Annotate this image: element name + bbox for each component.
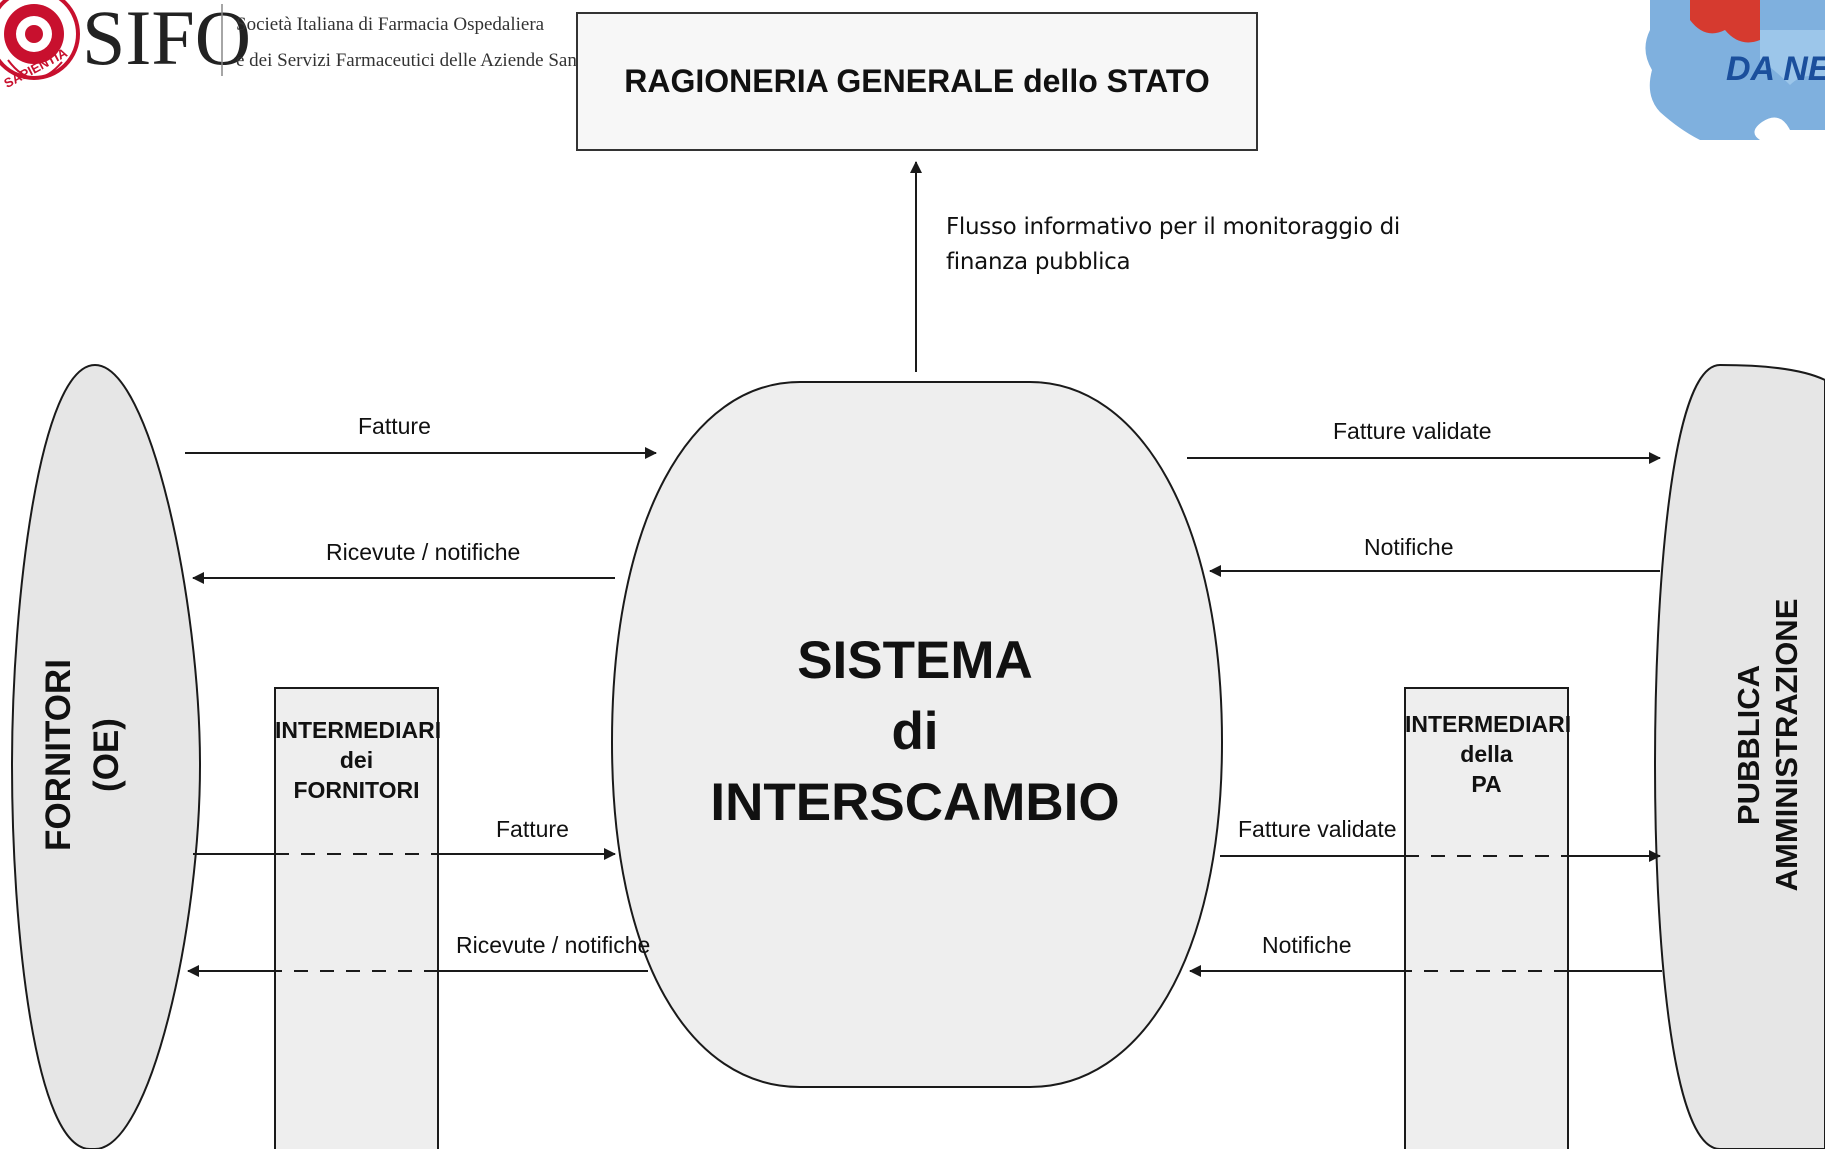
flow-note-line2: finanza pubblica [946,249,1131,275]
intermediari-fornitori-line1: INTERMEDIARI [275,717,442,743]
puzzle-logo: DA NE [1645,0,1825,140]
sifo-seal-logo [0,0,80,80]
flow-label-ricevute-left: Ricevute / notifiche [326,539,521,565]
org-name-line2: e dei Servizi Farmaceutici delle Aziende… [236,50,616,71]
fornitori-label-line1: FORNITORI [39,659,78,851]
pa-label-line2: AMMINISTRAZIONE [1769,598,1804,892]
sdi-label-line3: INTERSCAMBIO [710,773,1120,832]
fornitori-shape [10,363,202,1149]
flow-label-fatture-left: Fatture [358,413,431,439]
pa-label: PUBBLICA AMMINISTRAZIONE [1730,555,1810,935]
intermediari-fornitori-line2: dei [339,747,374,773]
rgs-label: RAGIONERIA GENERALE dello STATO [624,63,1210,99]
fornitori-label-line2: (OE) [87,718,126,792]
intermediari-fornitori-label: INTERMEDIARI dei FORNITORI [275,715,442,805]
intermediari-pa-line2: della [1460,741,1513,767]
flow-label-notifiche-right: Notifiche [1364,534,1454,560]
pa-shape [1653,363,1825,1149]
flow-label-fatture-validate-right-bottom: Fatture validate [1238,816,1397,842]
sdi-label: SISTEMA di INTERSCAMBIO [640,625,1190,838]
sdi-label-line1: SISTEMA [797,631,1033,690]
sifo-logo-word: SIFO [82,0,251,81]
fornitori-label: FORNITORI (OE) [35,605,145,905]
flow-label-notifiche-right-bottom: Notifiche [1262,932,1352,958]
puzzle-logo-text: DA NE [1726,50,1825,88]
pa-label-line1: PUBBLICA [1731,664,1766,826]
intermediari-pa-label: INTERMEDIARI della PA [1405,709,1572,799]
rgs-box: RAGIONERIA GENERALE dello STATO [576,12,1258,151]
flow-note-line1: Flusso informativo per il monitoraggio d… [946,214,1400,240]
intermediari-pa-line3: PA [1471,771,1502,797]
sdi-label-line2: di [891,702,939,761]
flow-label-fatture-left-bottom: Fatture [496,816,569,842]
intermediari-fornitori-line3: FORNITORI [293,777,420,803]
flow-note: Flusso informativo per il monitoraggio d… [946,210,1400,280]
sdi-shape [610,381,1224,1088]
intermediari-pa-line1: INTERMEDIARI [1405,711,1572,737]
intermediari-fornitori-box [274,687,439,1149]
flow-label-ricevute-left-bottom: Ricevute / notifiche [456,932,651,958]
intermediari-pa-box [1404,687,1569,1149]
org-name-line1: Società Italiana di Farmacia Ospedaliera [236,14,545,35]
flow-label-fatture-validate-right: Fatture validate [1333,418,1492,444]
